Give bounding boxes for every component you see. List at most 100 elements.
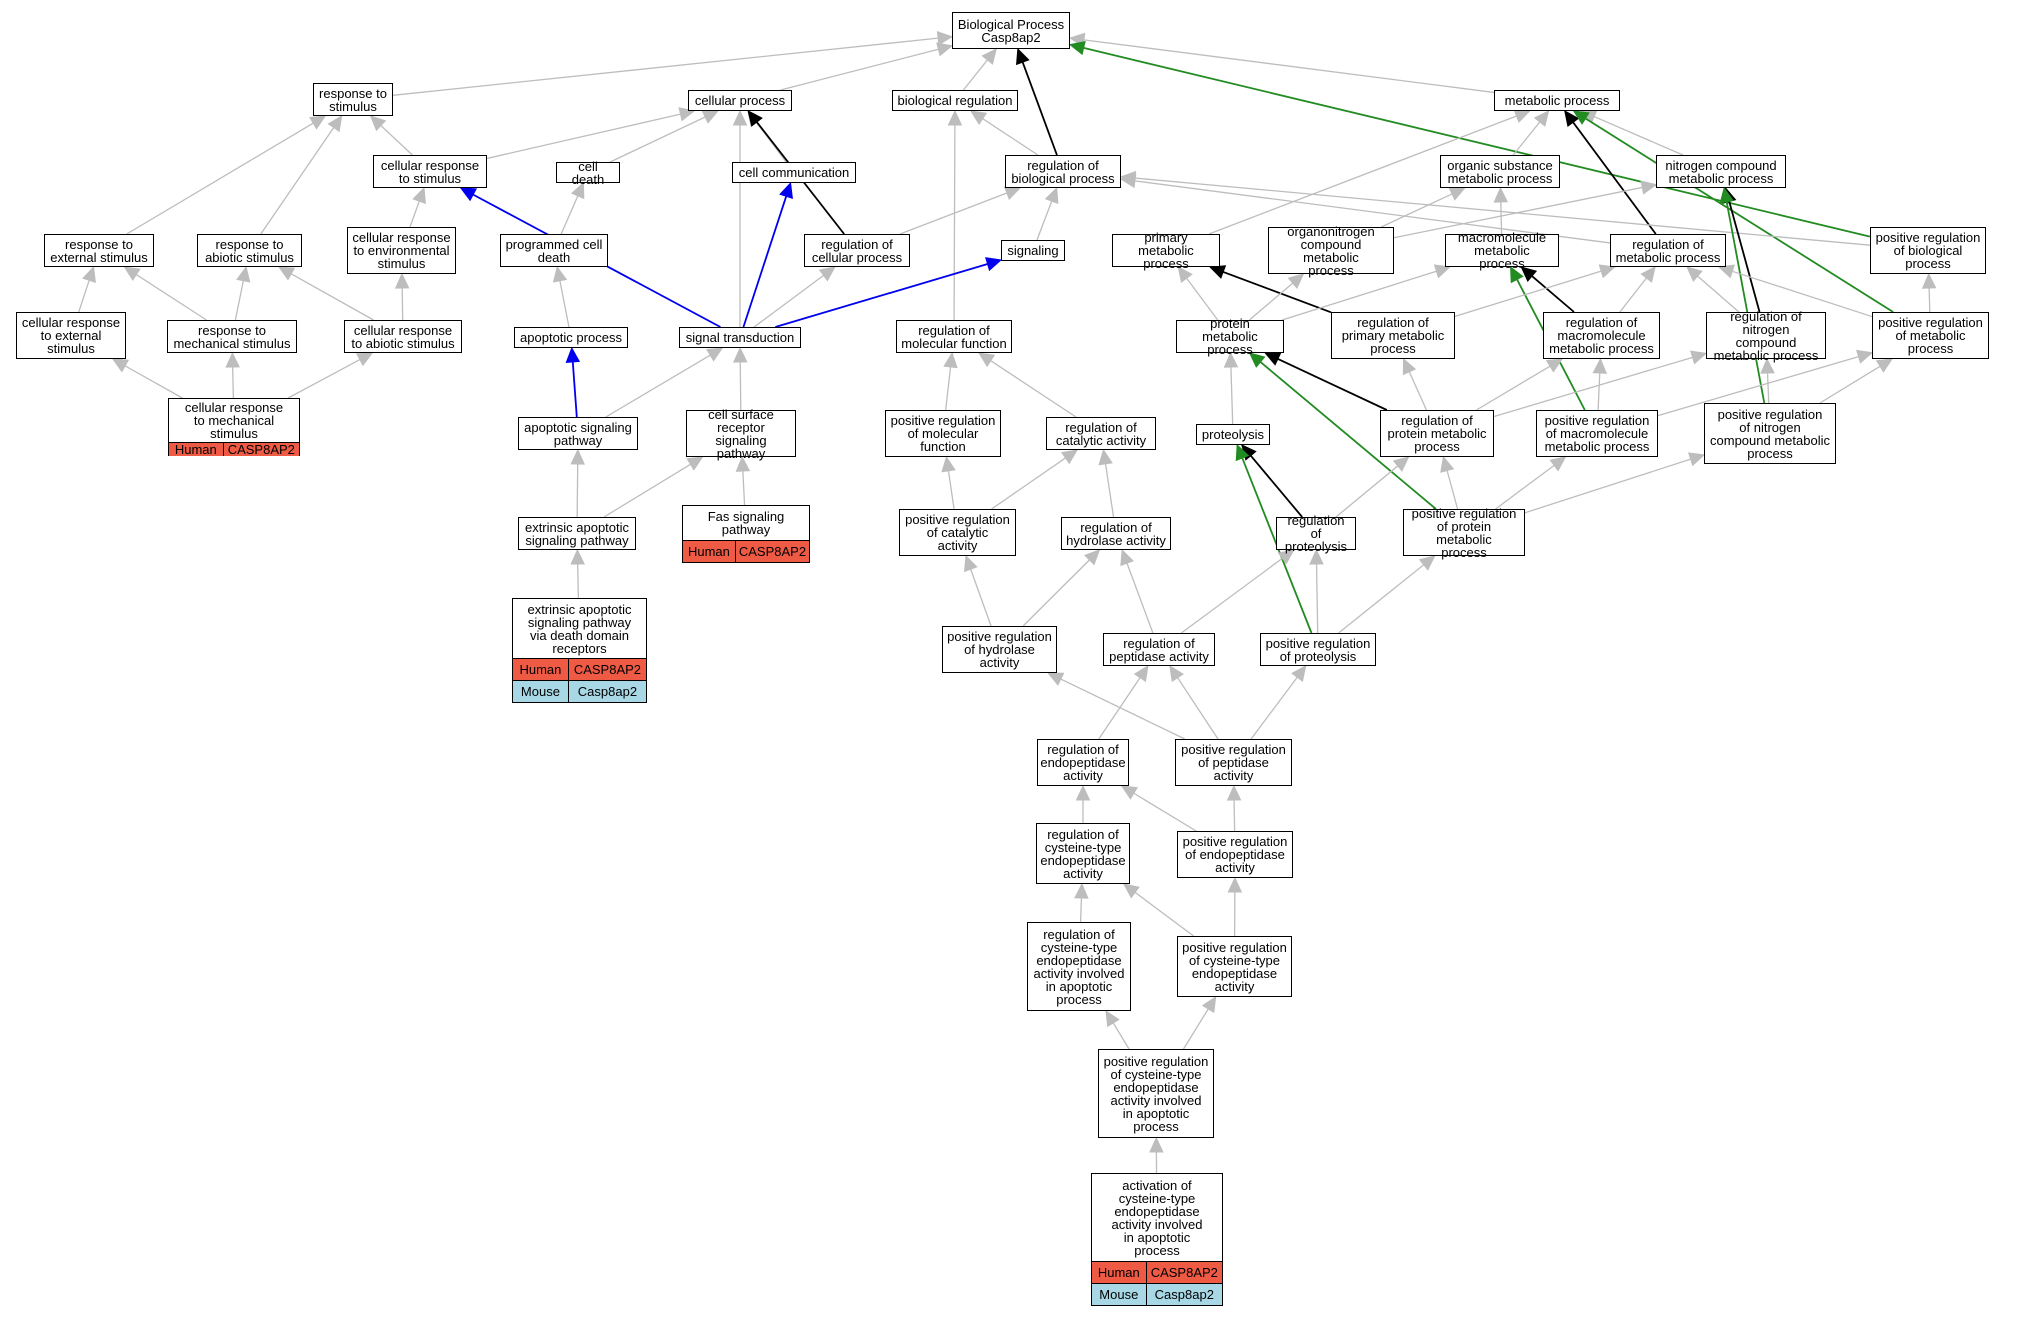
go-term-macro[interactable]: macromolecule metabolic process [1445, 231, 1559, 270]
go-term-bio-reg[interactable]: biological regulation [892, 90, 1018, 111]
edge-is-a-pos-cys-apop-to-reg-cys-apop [1112, 1022, 1130, 1050]
edge-part-of-reg-prot-to-proteolysis [1250, 455, 1303, 518]
go-term-sig-trans[interactable]: signal transduction [679, 327, 801, 348]
go-term-reg-prot[interactable]: regulation of proteolysis [1276, 514, 1356, 553]
go-term-reg-cell[interactable]: regulation of cellular process [804, 234, 910, 267]
edge-is-a-apop-sig-to-sig-trans [605, 354, 711, 418]
arrowhead-proteolysis-to-prot-met [1223, 351, 1239, 368]
arrowhead-pos-pep-to-pos-hyd [1047, 672, 1065, 686]
go-term-cell-death[interactable]: cell death [556, 160, 620, 186]
go-term-met-proc[interactable]: metabolic process [1494, 90, 1620, 111]
go-term-apop[interactable]: apoptotic process [514, 327, 628, 348]
arrowhead-pos-protm-to-prot-met [1248, 352, 1266, 368]
go-term-reg-prim[interactable]: regulation of primary metabolic process [1331, 312, 1455, 359]
arrowhead-act-cys-to-pos-cys-apop [1149, 1136, 1164, 1153]
go-term-resp-mech[interactable]: response to mechanical stimulus [167, 320, 297, 353]
arrowhead-ext-apop-to-csr [686, 456, 704, 471]
go-term-label: Fas signaling pathway [707, 509, 785, 537]
edge-is-a-cr-env-to-cell-resp-stim [409, 200, 420, 228]
edge-is-a-prot-met-to-macro [1281, 270, 1437, 321]
go-term-signaling[interactable]: signaling [1001, 240, 1065, 261]
arrowhead-pos-met-to-reg-met [1717, 264, 1735, 279]
go-term-cr-env[interactable]: cellular response to environmental stimu… [347, 227, 456, 274]
arrowhead-pos-bio-to-reg-bio [1119, 170, 1137, 186]
arrowhead-reg-macro-to-macro [1520, 266, 1538, 282]
edge-is-a-cr-mech-to-cr-abio [287, 359, 361, 399]
go-term-pos-met[interactable]: positive regulation of metabolic process [1872, 312, 1989, 359]
arrowhead-apop-sig-to-sig-trans [706, 347, 724, 362]
go-term-reg-nitro[interactable]: regulation of nitrogen compound metaboli… [1706, 310, 1826, 362]
go-term-bp[interactable]: Biological Process Casp8ap2 [952, 12, 1070, 49]
go-term-reg-mol[interactable]: regulation of molecular function [896, 320, 1012, 353]
go-term-ext-apop[interactable]: extrinsic apoptotic signaling pathway [518, 517, 636, 550]
arrowhead-fas-to-csr [735, 455, 751, 472]
species-label: Mouse [1092, 1284, 1147, 1305]
edge-is-a-pos-cys-to-reg-cys [1134, 891, 1194, 937]
go-term-orgnitro[interactable]: organonitrogen compound metabolic proces… [1268, 225, 1394, 277]
edge-has-part-apop-sig-to-apop [571, 361, 578, 418]
edge-is-a-pos-pep-to-pos-prot [1250, 676, 1298, 740]
arrowhead-pos-endo-to-reg-endo [1120, 785, 1139, 800]
arrowhead-pos-cys-to-reg-cys [1122, 883, 1140, 899]
arrowhead-pos-cys-apop-to-pos-cys [1201, 995, 1217, 1014]
go-term-org-sub[interactable]: organic substance metabolic process [1440, 155, 1560, 188]
go-term-pos-molf[interactable]: positive regulation of molecular functio… [885, 410, 1001, 457]
go-term-pos-bio[interactable]: positive regulation of biological proces… [1870, 227, 1986, 274]
go-term-pos-cat[interactable]: positive regulation of catalytic activit… [899, 509, 1016, 556]
go-term-resp-ext[interactable]: response to external stimulus [44, 234, 154, 267]
arrowhead-sig-trans-to-cell-resp-stim [459, 187, 478, 202]
arrowhead-reg-mol-to-bio-reg [947, 109, 963, 126]
go-term-pos-prot[interactable]: positive regulation of proteolysis [1260, 633, 1376, 666]
go-term-pos-endo[interactable]: positive regulation of endopeptidase act… [1177, 831, 1293, 878]
go-term-pos-cys-apop[interactable]: positive regulation of cysteine-type end… [1098, 1049, 1214, 1138]
go-term-pos-nitro[interactable]: positive regulation of nitrogen compound… [1704, 403, 1836, 464]
go-term-pos-cys[interactable]: positive regulation of cysteine-type end… [1177, 936, 1292, 997]
edge-is-a-orgnitro-to-nitro [1393, 186, 1643, 239]
arrowhead-reg-endo-to-reg-pep [1133, 665, 1149, 683]
go-term-reg-macro[interactable]: regulation of macromolecule metabolic pr… [1543, 312, 1660, 359]
go-term-act-cys[interactable]: activation of cysteine-type endopeptidas… [1091, 1173, 1223, 1306]
edge-positively-regulates-pos-bio-to-bp [1083, 47, 1871, 238]
arrowhead-pos-protm-to-pos-macro [1549, 456, 1567, 472]
go-term-csr[interactable]: cell surface receptor signaling pathway [686, 408, 796, 460]
go-term-cell-comm[interactable]: cell communication [732, 162, 856, 183]
go-term-apop-sig[interactable]: apoptotic signaling pathway [518, 417, 638, 450]
go-term-cr-ext[interactable]: cellular response to external stimulus [16, 312, 126, 359]
go-term-pos-hyd[interactable]: positive regulation of hydrolase activit… [942, 626, 1057, 673]
go-term-reg-pep[interactable]: regulation of peptidase activity [1103, 633, 1215, 666]
edge-part-of-reg-macro-to-macro [1531, 275, 1575, 313]
go-term-reg-protm[interactable]: regulation of protein metabolic process [1380, 410, 1494, 457]
go-term-cell-resp-stim[interactable]: cellular response to stimulus [373, 155, 487, 188]
go-term-reg-cys[interactable]: regulation of cysteine-type endopeptidas… [1036, 823, 1130, 884]
go-term-reg-hyd[interactable]: regulation of hydrolase activity [1061, 517, 1171, 550]
go-term-cr-abio[interactable]: cellular response to abiotic stimulus [344, 320, 462, 353]
go-term-proteolysis[interactable]: proteolysis [1196, 424, 1270, 445]
arrowhead-pos-met-to-pos-bio [1921, 272, 1937, 289]
go-term-reg-endo[interactable]: regulation of endopeptidase activity [1037, 739, 1129, 786]
go-term-cell-proc[interactable]: cellular process [688, 90, 792, 111]
go-term-prim-met[interactable]: primary metabolic process [1112, 231, 1220, 270]
go-term-resp-abio[interactable]: response to abiotic stimulus [197, 234, 302, 267]
go-term-resp-stim[interactable]: response to stimulus [313, 83, 393, 116]
go-term-pos-pep[interactable]: positive regulation of peptidase activit… [1175, 739, 1292, 786]
go-term-reg-cat[interactable]: regulation of catalytic activity [1046, 417, 1156, 450]
go-term-nitro[interactable]: nitrogen compound metabolic process [1656, 155, 1786, 188]
go-term-pos-protm[interactable]: positive regulation of protein metabolic… [1403, 507, 1525, 559]
go-term-pos-macro[interactable]: positive regulation of macromolecule met… [1536, 410, 1658, 457]
go-term-reg-met[interactable]: regulation of metabolic process [1610, 234, 1726, 267]
go-term-reg-bio[interactable]: regulation of biological process [1005, 155, 1121, 188]
go-term-prog-death[interactable]: programmed cell death [500, 234, 608, 267]
arrowhead-prim-met-to-met-proc [1513, 109, 1531, 123]
go-term-cr-mech[interactable]: cellular response to mechanical stimulus… [168, 398, 300, 456]
arrowhead-sig-trans-to-signaling [985, 257, 1003, 272]
arrowhead-reg-cell-to-cell-proc [747, 110, 763, 127]
arrowhead-org-sub-to-met-proc [1533, 110, 1550, 127]
edge-is-a-ext-apop-to-csr [603, 463, 691, 518]
go-term-reg-cys-apop[interactable]: regulation of cysteine-type endopeptidas… [1027, 922, 1131, 1011]
go-term-prot-met[interactable]: protein metabolic process [1176, 317, 1284, 356]
go-term-ext-dd[interactable]: extrinsic apoptotic signaling pathway vi… [512, 598, 647, 703]
